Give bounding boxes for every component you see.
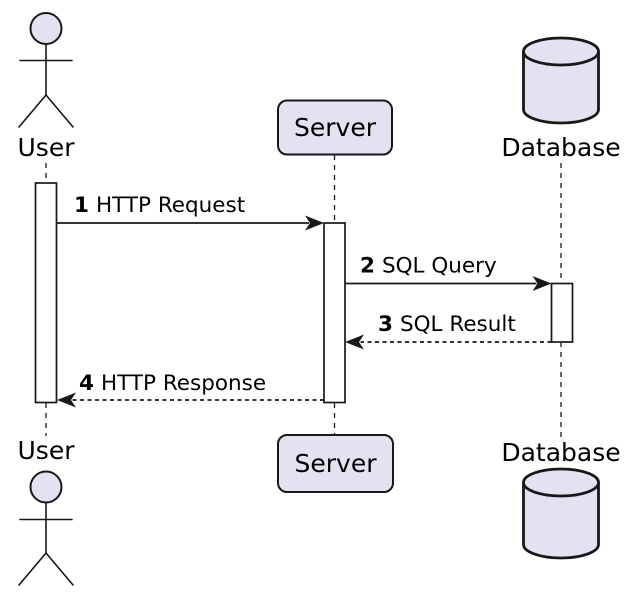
- message-3: 3 SQL Result: [345, 312, 552, 350]
- actor-head-icon: [29, 12, 63, 45]
- message-1-label: 1 HTTP Request: [74, 193, 245, 218]
- message-4-text: HTTP Response: [101, 371, 266, 396]
- actor-leg-left-icon: [18, 552, 47, 586]
- participant-user-bottom-label: User: [18, 436, 76, 465]
- server-box-icon: [277, 99, 393, 156]
- participant-server-top: Server: [277, 99, 393, 156]
- actor-leg-right-icon: [45, 94, 74, 128]
- participant-user-top: User: [18, 12, 76, 162]
- actor-head-icon: [29, 470, 63, 504]
- participant-server-bottom: Server: [277, 434, 394, 493]
- database-cylinder-icon: [522, 482, 600, 560]
- message-2-seq: 2: [360, 254, 375, 279]
- message-3-seq: 3: [378, 312, 393, 337]
- message-3-text: SQL Result: [400, 312, 516, 337]
- message-2-label: 2 SQL Query: [360, 254, 497, 279]
- participant-user-top-label: User: [18, 133, 76, 162]
- message-4-label: 4 HTTP Response: [79, 371, 266, 396]
- activation-bars: [34, 182, 574, 404]
- message-4-arrowhead-icon: [57, 392, 76, 408]
- actor-leg-left-icon: [18, 94, 47, 128]
- participant-database-bottom: Database: [501, 438, 621, 560]
- message-4: 4 HTTP Response: [57, 371, 324, 408]
- participant-user-bottom: User: [18, 436, 76, 586]
- message-1-arrowhead-icon: [305, 215, 324, 231]
- message-2-text: SQL Query: [382, 254, 497, 279]
- participant-database-bottom-label: Database: [501, 438, 620, 467]
- database-cylinder-top-icon: [522, 36, 600, 67]
- database-cylinder-icon: [522, 51, 600, 125]
- message-4-seq: 4: [79, 371, 94, 396]
- actor-leg-right-icon: [45, 552, 74, 586]
- message-2: 2 SQL Query: [345, 254, 552, 291]
- activation-bar-database: [550, 282, 574, 343]
- server-box-icon: [277, 434, 394, 493]
- message-1-seq: 1: [74, 193, 89, 218]
- message-1: 1 HTTP Request: [57, 193, 324, 231]
- lifelines: [45, 155, 562, 437]
- participant-database-top: Database: [501, 36, 621, 162]
- message-3-label: 3 SQL Result: [378, 312, 516, 337]
- message-1-text: HTTP Request: [96, 193, 245, 218]
- message-2-arrowhead-icon: [532, 276, 552, 291]
- participant-database-top-label: Database: [501, 133, 620, 162]
- participant-server-top-label: Server: [294, 113, 377, 142]
- activation-bar-user: [34, 182, 58, 404]
- activation-bar-server: [323, 222, 346, 404]
- message-3-arrowhead-icon: [345, 334, 364, 350]
- database-cylinder-top-icon: [522, 467, 600, 498]
- participant-server-bottom-label: Server: [295, 449, 378, 478]
